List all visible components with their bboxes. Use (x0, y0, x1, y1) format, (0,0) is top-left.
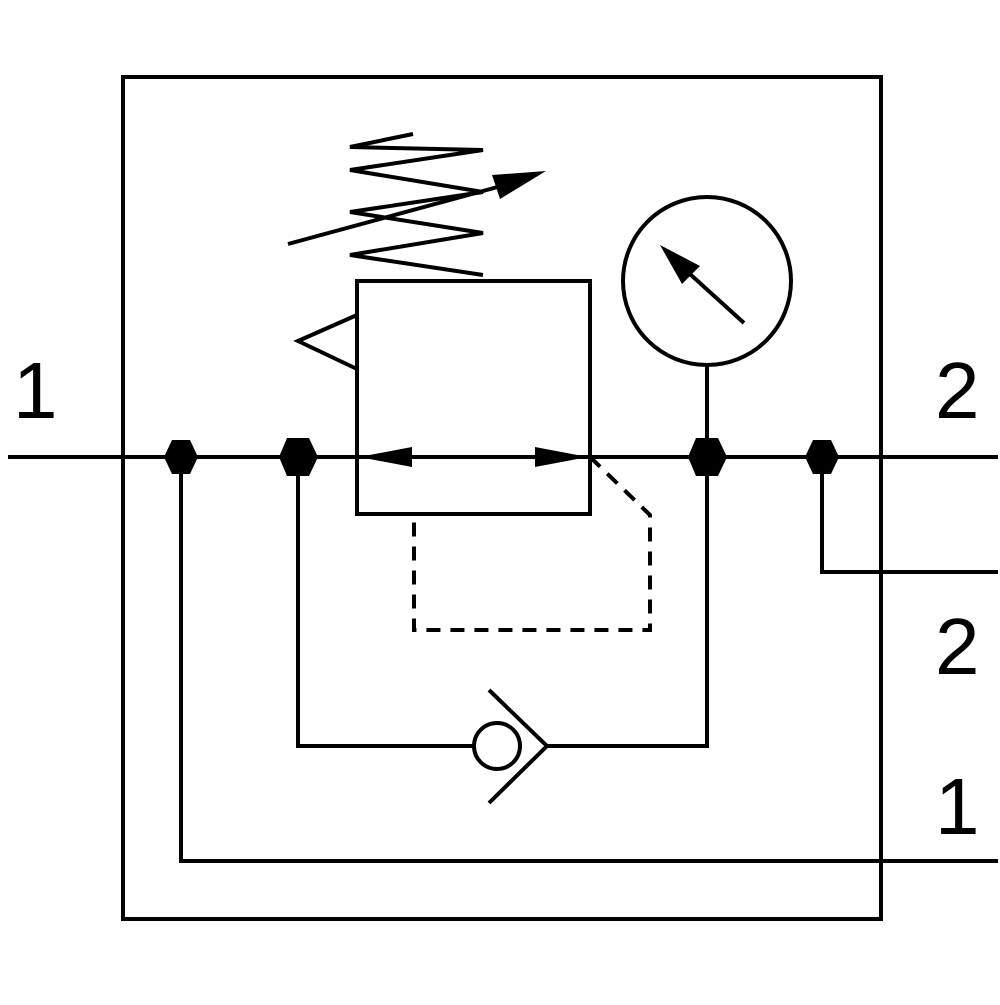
aux-line-2 (820, 457, 998, 574)
port-label-left-main: 1 (13, 346, 58, 435)
spring-zigzag (349, 132, 484, 277)
pilot-line-dashed (412, 455, 652, 632)
regulator-arrow-left (359, 447, 412, 467)
check-valve-ball (472, 721, 522, 771)
spring-adjust-arrow-head (492, 171, 546, 199)
port-label-right-aux-2: 2 (935, 602, 980, 691)
pressure-gauge-icon (621, 195, 793, 367)
regulator-arrow-right (535, 447, 588, 467)
aux-line-1 (179, 457, 998, 863)
check-valve-seat (487, 688, 550, 805)
port-label-right-main: 2 (935, 346, 980, 435)
bypass-return-line (547, 457, 709, 748)
housing-frame (121, 75, 883, 921)
regulator-port-symbol (293, 313, 358, 371)
bypass-line (296, 457, 474, 748)
port-label-right-aux-1: 1 (935, 762, 980, 851)
regulator-body (355, 279, 592, 516)
gauge-needle-head (660, 245, 700, 284)
spring-adjust-arrow-shaft (287, 183, 506, 246)
